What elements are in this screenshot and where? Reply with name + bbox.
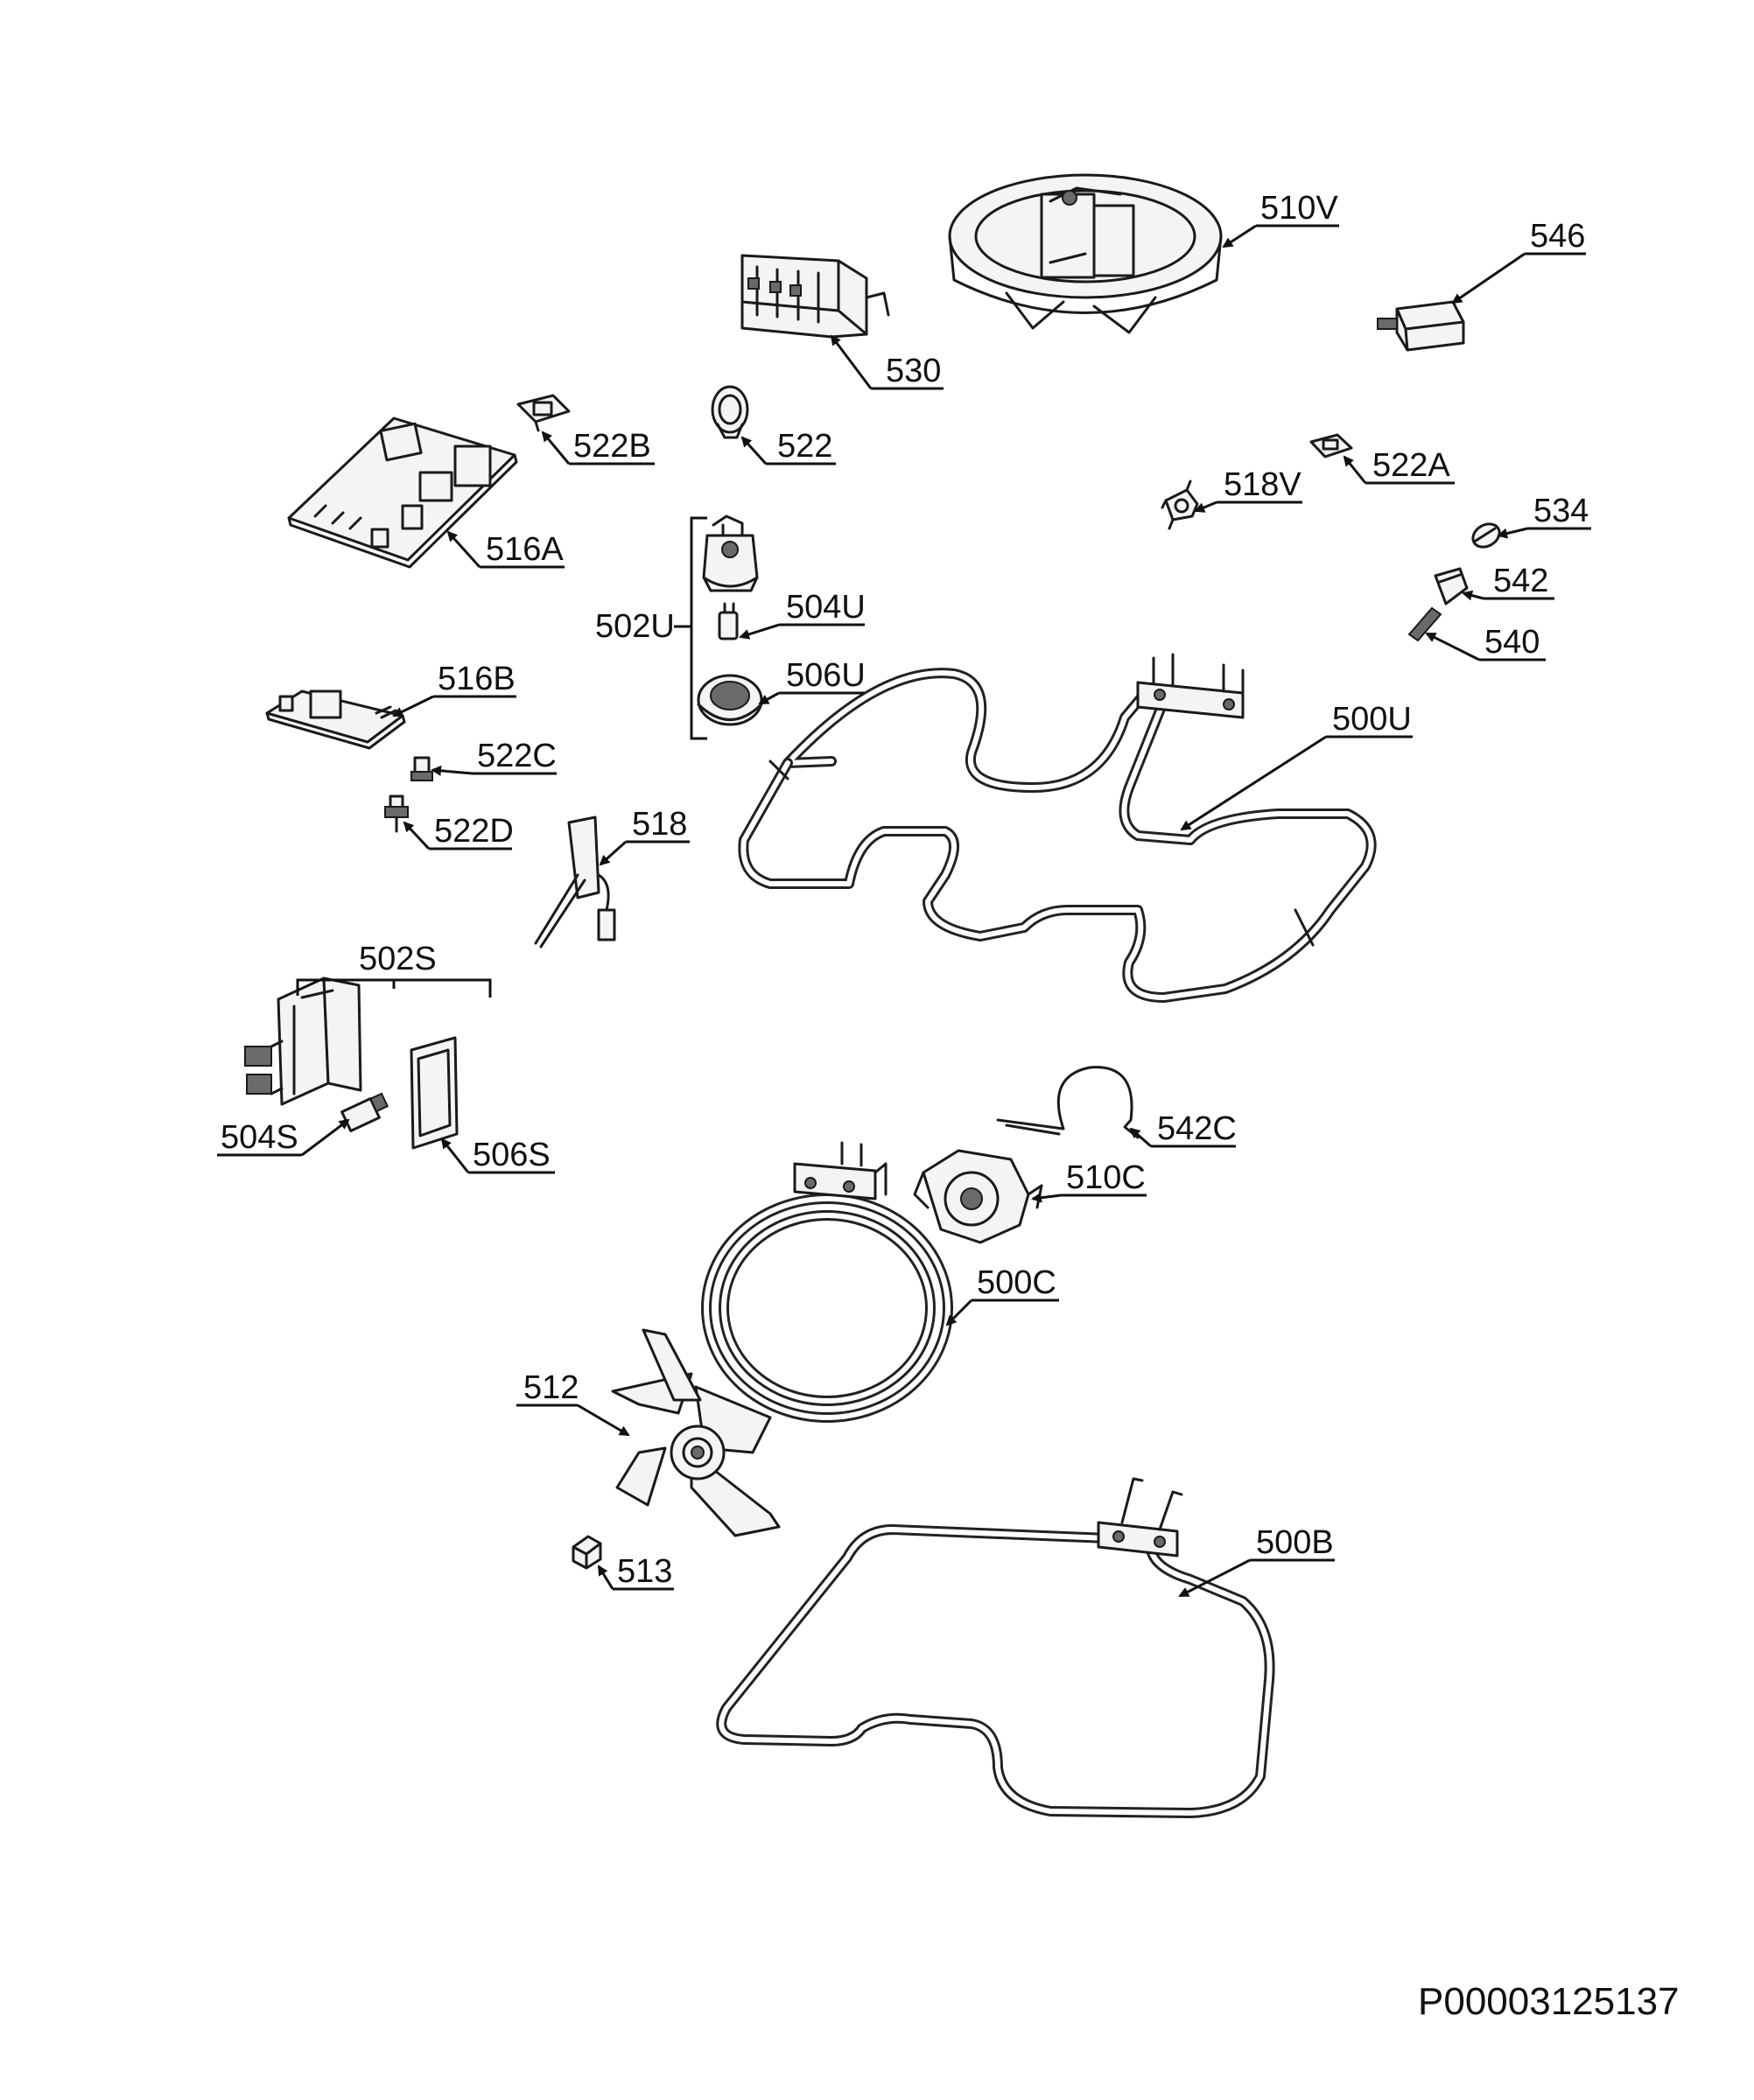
label-502u: 502U [595, 516, 707, 740]
label-text: 542 [1493, 563, 1548, 599]
label-546: 546 [1451, 218, 1586, 304]
part-510c-fan-motor [913, 1149, 1043, 1244]
label-text: 516B [438, 661, 516, 697]
part-516a-circuit-board [287, 416, 518, 569]
part-510v-fan-motor [948, 173, 1223, 334]
label-text: 546 [1530, 218, 1585, 255]
part-518v-thermostat [1161, 480, 1199, 530]
label-text: 522C [477, 738, 557, 774]
part-534-lamp [1471, 522, 1501, 549]
part-502s-lamp-housing [244, 976, 362, 1106]
label-504s: 504S [217, 1118, 350, 1157]
label-text: 510C [1066, 1159, 1146, 1196]
label-502s: 502S [296, 941, 492, 998]
label-text: 522D [434, 813, 514, 850]
label-500u: 500U [1180, 701, 1413, 831]
label-542: 542 [1462, 563, 1554, 601]
label-522: 522 [740, 428, 836, 466]
label-text: 512 [523, 1369, 579, 1406]
label-text: 502U [595, 608, 675, 645]
label-516b: 516B [392, 661, 516, 718]
part-522c-sensor [410, 756, 433, 781]
label-522d: 522D [403, 813, 514, 850]
label-text: 522A [1372, 447, 1450, 484]
part-522b-bracket [516, 394, 571, 432]
label-text: 502S [359, 941, 437, 977]
part-540-lamp-glass [1407, 606, 1442, 642]
label-534: 534 [1497, 493, 1591, 539]
part-522a-clip [1309, 433, 1353, 458]
label-text: 522 [777, 428, 832, 465]
part-504s-lamp-bulb [340, 1092, 389, 1132]
part-530-terminal-block [740, 254, 890, 339]
part-542c-clip [996, 1066, 1140, 1139]
part-546-switch [1377, 300, 1465, 352]
part-522-sensor [711, 385, 749, 439]
label-500b: 500B [1178, 1524, 1335, 1598]
label-text: 504S [221, 1119, 298, 1156]
label-text: 500B [1256, 1524, 1334, 1561]
label-522b: 522B [541, 428, 655, 466]
label-510c: 510C [1031, 1159, 1147, 1203]
part-502u-lamp-holder [702, 514, 759, 592]
label-500c: 500C [945, 1264, 1059, 1326]
label-522a: 522A [1343, 447, 1455, 485]
label-516a: 516A [446, 530, 565, 569]
part-512-fan-blade [611, 1328, 781, 1537]
label-text: 506S [473, 1137, 551, 1173]
label-text: 534 [1533, 493, 1589, 529]
label-542c: 542C [1129, 1110, 1237, 1148]
diagram-code: P00003125137 [1418, 1980, 1680, 2023]
label-text: 540 [1484, 624, 1540, 661]
part-500b-lower-heater [716, 1477, 1275, 1818]
label-text: 542C [1157, 1110, 1237, 1147]
label-518: 518 [599, 806, 690, 866]
label-518v: 518V [1194, 466, 1302, 513]
label-504u: 504U [739, 589, 866, 640]
label-text: 518 [632, 806, 687, 843]
label-text: 506U [786, 657, 866, 694]
part-518-probe [534, 816, 616, 948]
label-506u: 506U [758, 657, 866, 705]
label-522c: 522C [431, 738, 557, 776]
label-513: 513 [597, 1553, 674, 1591]
part-542-lamp-cover [1434, 567, 1469, 606]
label-text: 504U [786, 589, 866, 626]
part-506s-lamp-glass [410, 1036, 459, 1150]
part-504u-lamp-bulb [718, 602, 739, 640]
label-text: 522B [573, 428, 651, 465]
label-506s: 506S [440, 1137, 555, 1174]
part-522d-sensor [384, 794, 409, 833]
label-530: 530 [830, 334, 944, 390]
label-540: 540 [1425, 624, 1546, 662]
label-text: 513 [617, 1553, 672, 1590]
label-512: 512 [516, 1369, 630, 1437]
label-text: 500C [977, 1264, 1056, 1301]
part-516b-board [265, 690, 406, 750]
part-500u-upper-heater [738, 653, 1377, 1003]
label-text: 530 [886, 353, 941, 389]
part-506u-lamp-glass [697, 674, 763, 726]
label-510v: 510V [1222, 190, 1339, 248]
part-500c-ring-heater [701, 1141, 953, 1423]
label-text: 516A [486, 531, 564, 568]
label-text: 518V [1224, 466, 1301, 503]
label-text: 510V [1260, 190, 1338, 227]
part-513-nut [572, 1535, 602, 1570]
label-text: 500U [1332, 701, 1412, 738]
